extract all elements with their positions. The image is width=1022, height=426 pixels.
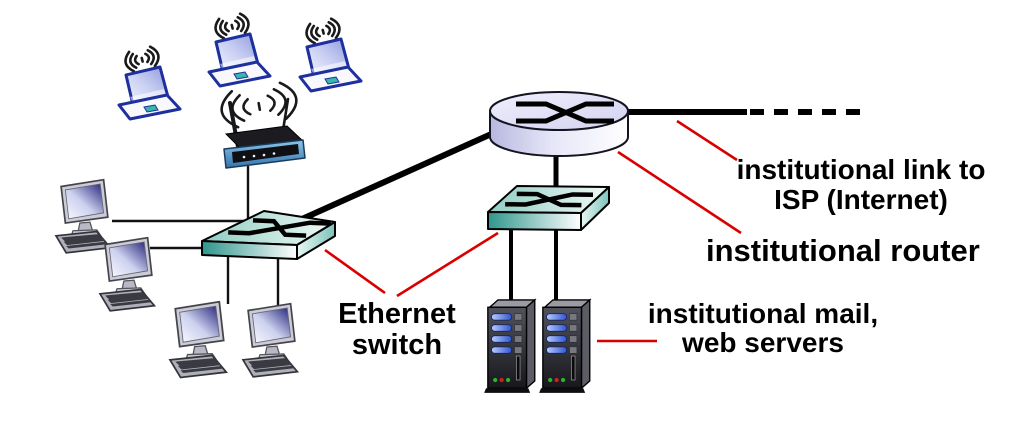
laptop-icon — [209, 12, 270, 86]
desktop-icon — [55, 178, 112, 254]
desktop-icon — [242, 302, 299, 378]
pointer-lines — [324, 119, 742, 343]
label-ethernet-switch: Ethernet switch — [317, 299, 477, 361]
laptop-icon — [300, 17, 361, 91]
network-links — [112, 109, 864, 308]
label-isp-link: institutional link to ISP (Internet) — [700, 155, 1022, 215]
label-ethernet-switch-line2: switch — [351, 329, 443, 361]
label-mail-web-servers-line2: web servers — [682, 327, 844, 358]
label-isp-link-line2: ISP (Internet) — [774, 184, 948, 215]
ethernet-switch-icon — [488, 186, 609, 230]
laptop-icon — [119, 45, 180, 119]
ethernet-switch-icon — [202, 211, 335, 259]
server-icon — [538, 299, 591, 394]
pointer-switch2-to-label — [396, 231, 499, 298]
pointer-switch1-to-label — [324, 248, 386, 295]
label-mail-web-servers: institutional mail, web servers — [613, 299, 913, 357]
label-isp-link-line1: institutional link to — [736, 154, 986, 185]
label-mail-web-servers-line1: institutional mail, — [647, 298, 879, 329]
pointer-router-to-label — [617, 150, 742, 235]
link-switch-to-router — [300, 128, 500, 222]
desktop-icon — [99, 236, 156, 312]
pointer-isp-link-to-label — [676, 119, 738, 162]
router-icon — [489, 91, 629, 157]
label-institutional-router: institutional router — [706, 233, 980, 268]
wireless-router-icon — [219, 80, 306, 169]
label-ethernet-switch-line1: Ethernet — [338, 298, 456, 330]
server-icon — [483, 299, 536, 394]
desktop-icon — [169, 300, 228, 379]
